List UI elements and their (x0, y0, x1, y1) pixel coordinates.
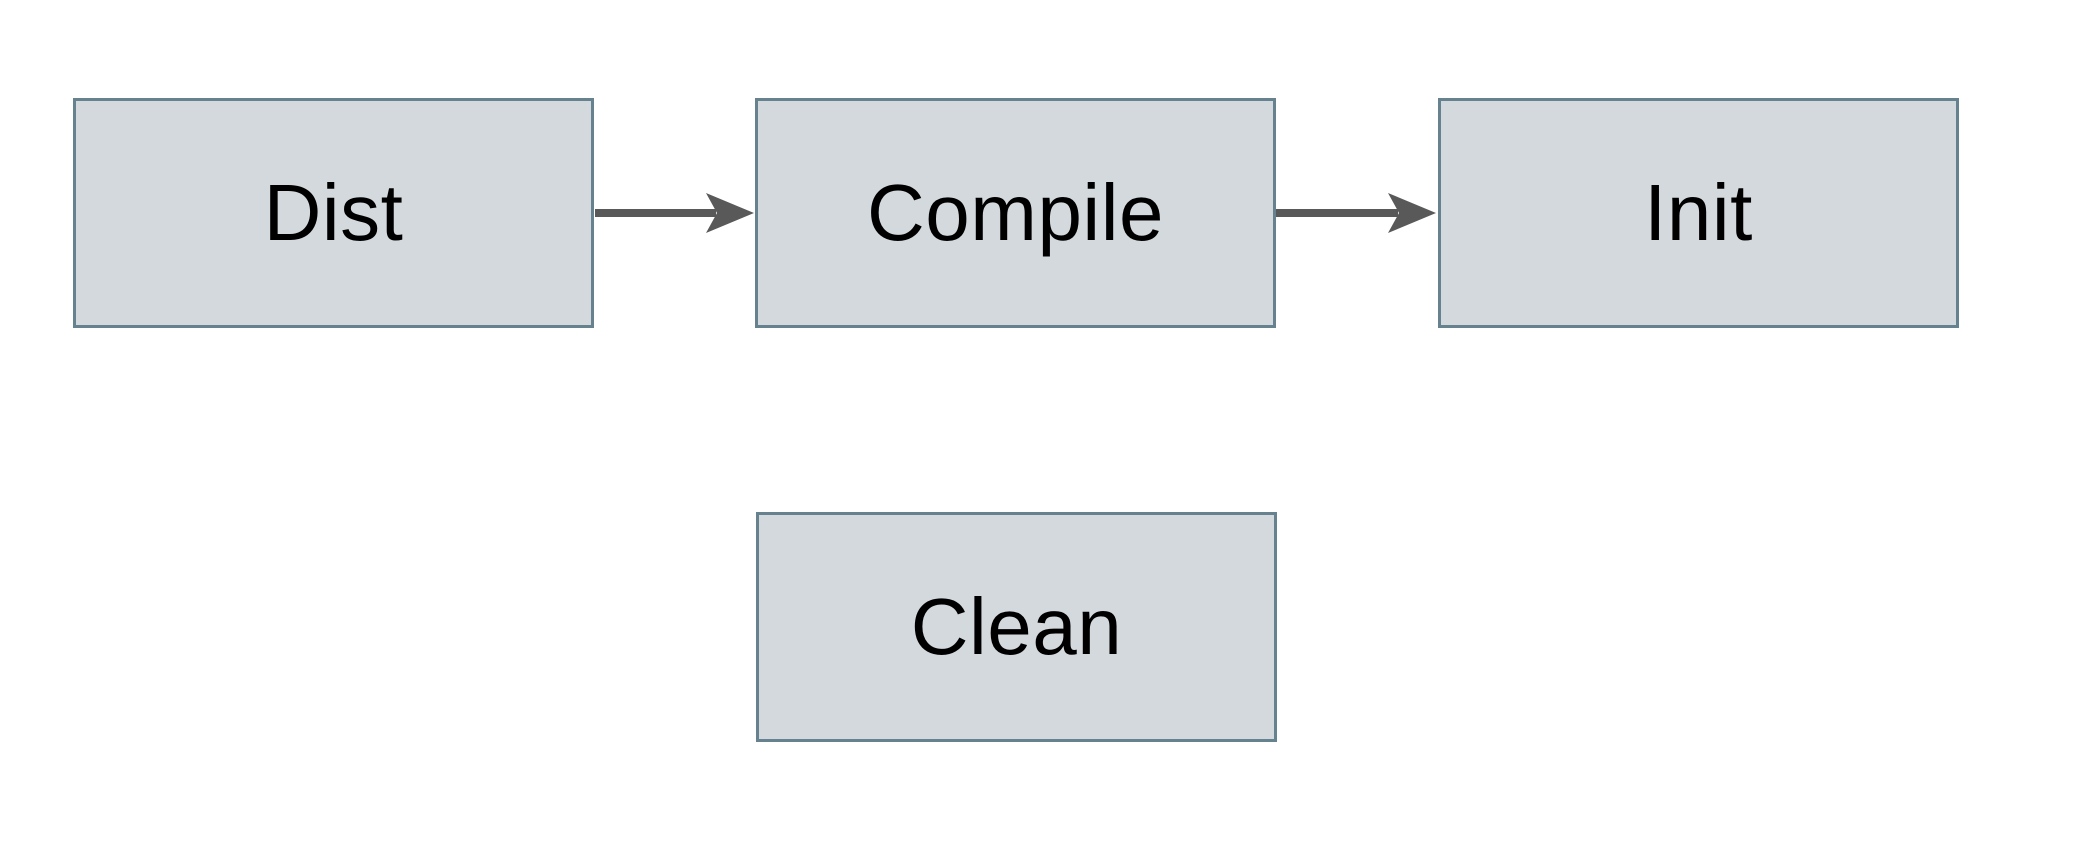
node-init-label: Init (1644, 168, 1753, 257)
node-init: Init (1438, 98, 1959, 328)
node-dist-label: Dist (263, 168, 404, 257)
node-clean: Clean (756, 512, 1277, 742)
arrow-compile-to-init (1275, 193, 1436, 233)
node-compile-label: Compile (867, 168, 1164, 257)
node-compile: Compile (755, 98, 1276, 328)
node-clean-label: Clean (910, 582, 1123, 671)
arrow-dist-to-compile (595, 193, 754, 233)
node-dist: Dist (73, 98, 594, 328)
